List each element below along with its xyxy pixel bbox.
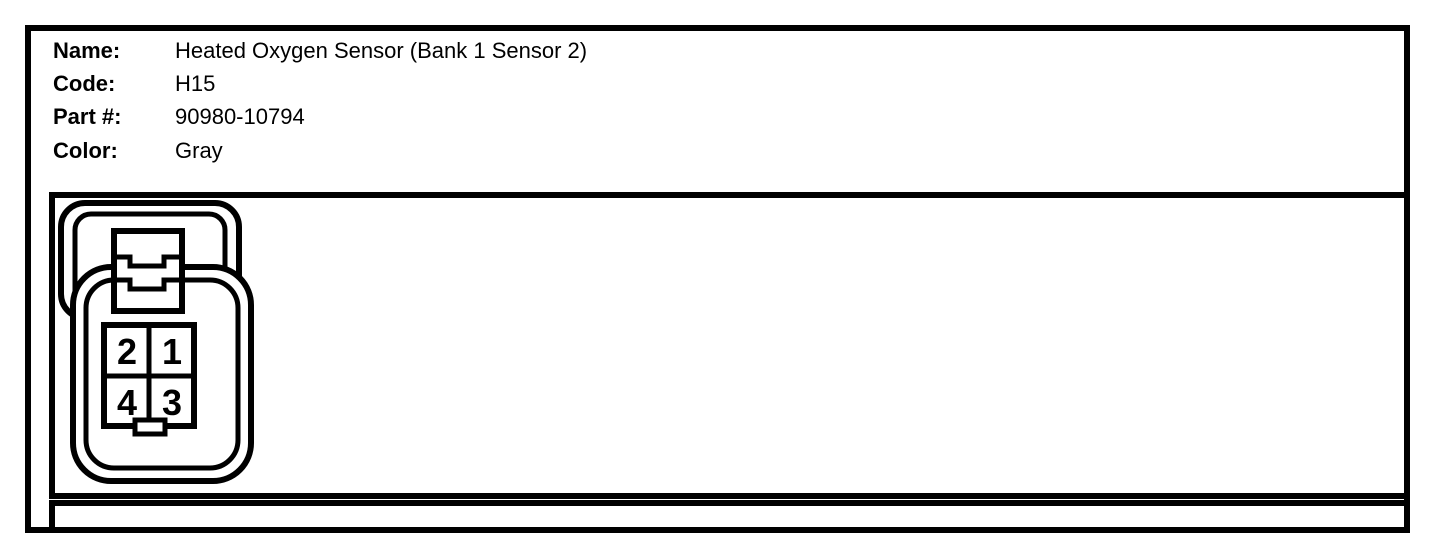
pin-cell-3: 3	[162, 382, 182, 423]
connector-diagram-box: 2 1 4 3	[49, 192, 1410, 499]
pin-cell-2: 2	[117, 331, 137, 372]
info-row-part-number: Part #: 90980-10794	[53, 104, 305, 130]
bottom-strip	[49, 500, 1410, 533]
connector-index-tab	[132, 417, 168, 437]
connector-lock-upper-channel	[117, 254, 180, 269]
name-label: Name:	[53, 38, 121, 63]
info-row-name: Name: Heated Oxygen Sensor (Bank 1 Senso…	[53, 38, 587, 64]
pin-cell-4: 4	[117, 382, 137, 423]
code-value: H15	[175, 71, 216, 96]
connector-lock-tab	[111, 228, 185, 314]
code-label: Code:	[53, 71, 116, 96]
info-row-color: Color: Gray	[53, 138, 223, 164]
connector-lock-lower-channel	[117, 277, 180, 292]
connector-pinout-icon: 2 1 4 3	[58, 200, 254, 484]
color-label: Color:	[53, 138, 118, 163]
part-number-value: 90980-10794	[175, 104, 305, 129]
page-frame: Name: Heated Oxygen Sensor (Bank 1 Senso…	[25, 25, 1410, 533]
part-number-label: Part #:	[53, 104, 122, 129]
name-value: Heated Oxygen Sensor (Bank 1 Sensor 2)	[175, 38, 588, 63]
pin-cell-1: 1	[162, 331, 182, 372]
info-row-code: Code: H15	[53, 71, 215, 97]
color-value: Gray	[175, 138, 223, 163]
